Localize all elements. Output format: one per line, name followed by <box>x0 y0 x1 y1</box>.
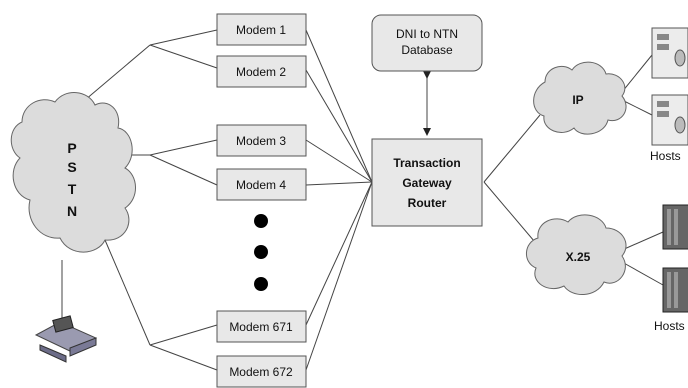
network-label: X.25 <box>566 250 591 264</box>
ip-cloud: IP <box>533 61 627 135</box>
pstn-letter: P <box>67 140 76 156</box>
x25-cloud: X.25 <box>526 214 627 295</box>
server-icon <box>651 27 688 79</box>
cloud-icon <box>10 92 136 253</box>
server-icon <box>651 94 688 146</box>
modem-label: Modem 4 <box>236 178 286 192</box>
ellipsis-dot <box>254 214 268 228</box>
modem-label: Modem 672 <box>229 365 293 379</box>
pstn-cloud: P S T N <box>10 92 136 253</box>
network-label: IP <box>572 93 583 107</box>
modem-box: Modem 3 <box>216 124 307 157</box>
modem-label: Modem 2 <box>236 65 286 79</box>
database-label: Database <box>401 43 453 57</box>
pstn-letter: T <box>68 181 77 197</box>
modem-box: Modem 2 <box>216 55 307 88</box>
mainframe-icon <box>662 267 688 313</box>
router-label: Transaction <box>393 156 460 170</box>
ellipsis-dot <box>254 277 268 291</box>
modem-label: Modem 1 <box>236 23 286 37</box>
terminal-icon <box>34 315 98 363</box>
hosts-label: Hosts <box>654 319 685 333</box>
modem-label: Modem 3 <box>236 134 286 148</box>
router-label: Gateway <box>402 176 452 190</box>
ellipsis-dot <box>254 245 268 259</box>
modem-box: Modem 672 <box>216 355 307 388</box>
modem-box: Modem 1 <box>216 13 307 46</box>
modem-box: Modem 671 <box>216 310 307 343</box>
modem-label: Modem 671 <box>229 320 293 334</box>
mainframe-icon <box>662 204 688 250</box>
cloud-icon <box>533 61 627 135</box>
hosts-label: Hosts <box>650 149 681 163</box>
pstn-letter: N <box>67 203 77 219</box>
database-label: DNI to NTN <box>396 27 458 41</box>
database-box: DNI to NTN Database <box>371 14 483 72</box>
router-box: Transaction Gateway Router <box>371 138 483 227</box>
connection-lines <box>61 29 664 371</box>
router-label: Router <box>408 196 447 210</box>
cloud-icon <box>526 214 627 295</box>
pstn-letter: S <box>67 159 76 175</box>
modem-box: Modem 4 <box>216 168 307 201</box>
